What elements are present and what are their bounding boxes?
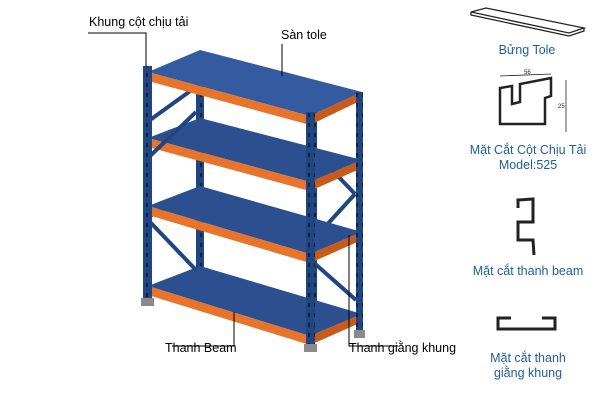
label-brace: Thanh giằng khung: [349, 341, 457, 355]
side-bracing: [148, 110, 198, 272]
brace-section-drawing: [496, 316, 557, 331]
tole-panel-drawing: [470, 7, 587, 37]
label-deck: Sàn tole: [281, 28, 327, 42]
label-column-frame: Khung cột chịu tải: [89, 15, 189, 29]
beam-section-drawing: [516, 197, 536, 256]
caption-column-section: Mặt Cắt Cột Chịu Tải Model:525: [464, 143, 592, 173]
shelf-level-4: [148, 50, 362, 125]
caption-brace-section-line2: giằng khung: [493, 366, 563, 380]
dim-width: 56: [524, 70, 531, 76]
caption-brace-section: Mặt cắt thanh giằng khung: [464, 351, 592, 381]
column-section-drawing: [498, 73, 567, 132]
label-beam: Thanh Beam: [165, 341, 237, 355]
caption-beam-section: Mặt cắt thanh beam: [472, 264, 584, 278]
leader-lines: [88, 32, 398, 347]
dim-height: 25: [558, 104, 565, 110]
caption-brace-section-line1: Mặt cắt thanh: [490, 351, 566, 365]
caption-column-section-line1: Mặt Cắt Cột Chịu Tải: [469, 143, 587, 157]
front-uprights: [141, 66, 365, 352]
caption-tole-panel: Bửng Tole: [498, 43, 556, 57]
caption-column-section-line2: Model:525: [498, 158, 558, 172]
